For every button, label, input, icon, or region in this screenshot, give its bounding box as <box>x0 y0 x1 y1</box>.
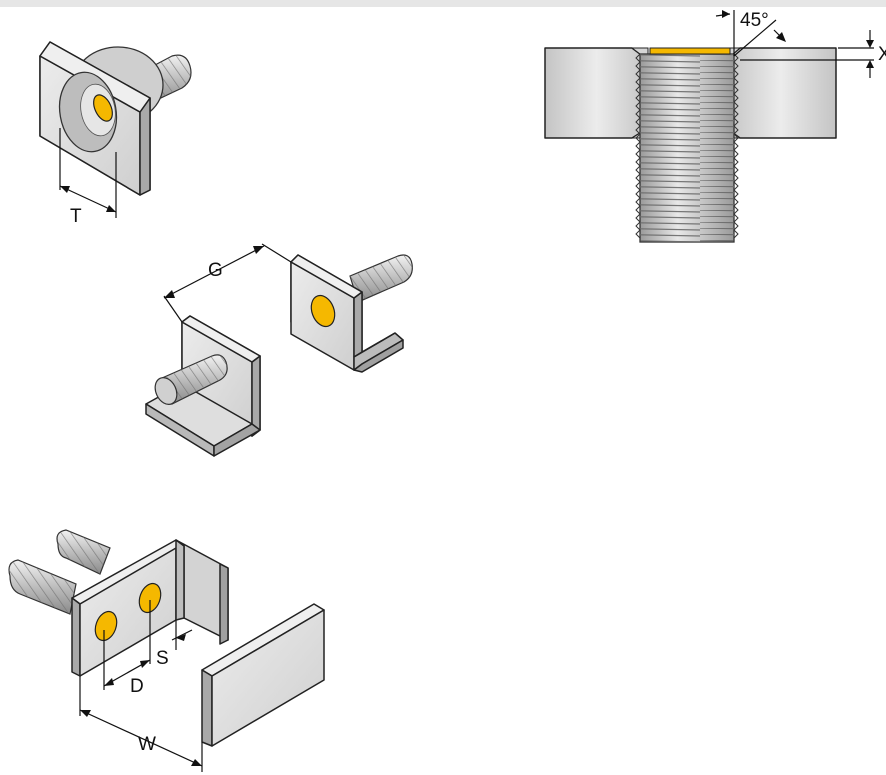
stud-3 <box>8 559 77 615</box>
angle-clip-left <box>145 315 261 457</box>
dimension-label-t: T <box>70 206 82 227</box>
figure-hole-thickness: T <box>39 41 192 227</box>
dimension-label-x: X <box>878 44 886 65</box>
figure-cross-section: 45° X <box>544 10 886 243</box>
top-bar <box>0 0 886 7</box>
dimension-label-w: W <box>138 734 156 755</box>
figure-gap: G <box>145 243 413 457</box>
dimension-label-g: G <box>208 260 223 281</box>
dimension-label-s: S <box>156 648 169 669</box>
angle-clip-right <box>290 254 413 373</box>
angle-label: 45° <box>740 10 769 31</box>
figure-spacing: D S W <box>8 529 325 772</box>
stud-2 <box>56 529 111 575</box>
dimension-label-d: D <box>130 676 144 697</box>
